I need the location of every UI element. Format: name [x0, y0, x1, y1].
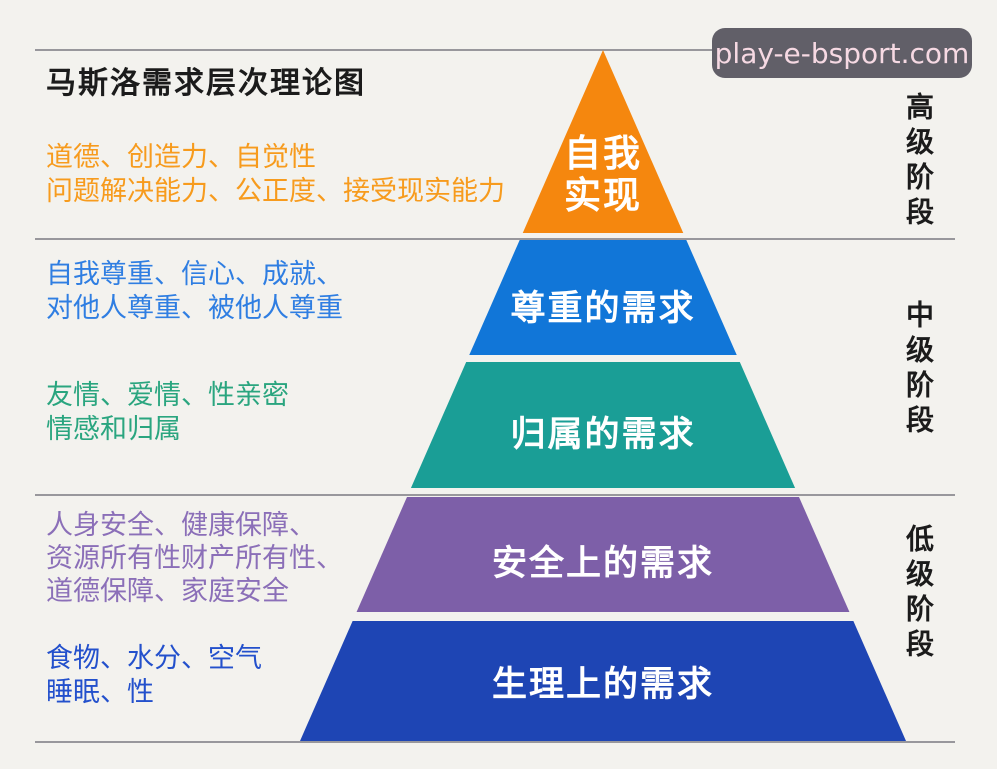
desc-self-actualization: 道德、创造力、自觉性 问题解决能力、公正度、接受现实能力 — [46, 141, 505, 209]
band-label-line: 自我 — [564, 132, 642, 175]
band-physiological — [300, 621, 906, 741]
stage-label-high: 高级阶段 — [902, 92, 935, 232]
desc-line: 情感和归属 — [46, 414, 181, 445]
desc-esteem: 自我尊重、信心、成就、 对他人尊重、被他人尊重 — [46, 258, 343, 326]
desc-line: 道德、创造力、自觉性 — [46, 142, 316, 173]
desc-line: 睡眠、性 — [46, 677, 154, 708]
desc-safety: 人身安全、健康保障、 资源所有性财产所有性、 道德保障、家庭安全 — [46, 509, 343, 608]
stage-label-low: 低级阶段 — [902, 524, 935, 664]
divider-mid-low — [35, 494, 955, 496]
desc-belonging: 友情、爱情、性亲密 情感和归属 — [46, 379, 289, 447]
watermark-badge: play-e-bsport.com — [712, 28, 972, 78]
desc-physiological: 食物、水分、空气 睡眠、性 — [46, 642, 262, 710]
desc-line: 食物、水分、空气 — [46, 643, 262, 674]
watermark-text: play-e-bsport.com — [714, 36, 970, 70]
desc-line: 资源所有性财产所有性、 — [46, 543, 343, 574]
desc-line: 人身安全、健康保障、 — [46, 510, 316, 541]
divider-top — [35, 49, 955, 51]
band-safety — [300, 497, 906, 612]
band-label-physiological: 生理上的需求 — [491, 665, 714, 705]
needs-pyramid: 自我 实现 尊重的需求 归属的需求 安全上的需求 生理上的需求 — [300, 50, 906, 741]
desc-line: 道德保障、家庭安全 — [46, 576, 289, 607]
divider-baseline — [35, 741, 955, 743]
band-label-safety: 安全上的需求 — [491, 544, 714, 584]
desc-line: 问题解决能力、公正度、接受现实能力 — [46, 176, 505, 207]
band-label-line: 实现 — [564, 174, 642, 217]
desc-line: 自我尊重、信心、成就、 — [46, 259, 343, 290]
band-label-self-actualization: 自我 实现 — [300, 133, 906, 217]
divider-high-mid — [35, 238, 955, 240]
stage-label-mid: 中级阶段 — [902, 300, 935, 440]
desc-line: 友情、爱情、性亲密 — [46, 380, 289, 411]
band-label-belonging: 归属的需求 — [510, 415, 696, 455]
band-label-esteem: 尊重的需求 — [510, 289, 696, 329]
desc-line: 对他人尊重、被他人尊重 — [46, 293, 343, 324]
page-title: 马斯洛需求层次理论图 — [46, 66, 366, 101]
